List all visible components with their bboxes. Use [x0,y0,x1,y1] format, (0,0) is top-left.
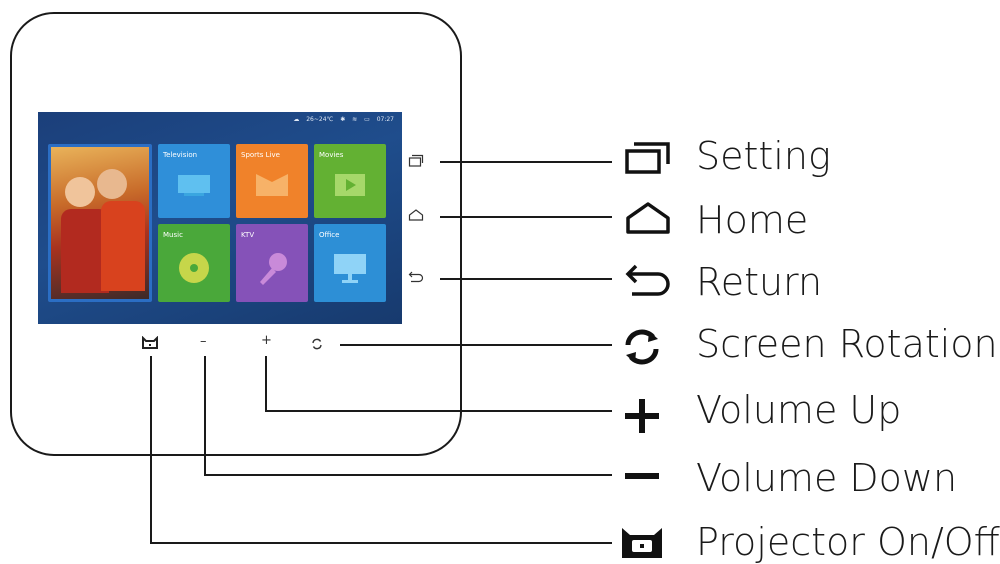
status-bar: ☁ 26~24℃ ✱ ≋ ▭ 07:27 [288,116,394,123]
clock-text: 07:27 [376,116,394,123]
movies-icon [335,174,365,197]
tile-label: Movies [319,151,344,159]
projector-screen: ☁ 26~24℃ ✱ ≋ ▭ 07:27 Television Sports L… [38,112,402,324]
tile-label: Television [163,151,198,159]
tile-music[interactable]: Music [158,224,230,302]
volume-down-label: Volume Down [696,456,958,500]
tile-movies[interactable]: Movies [314,144,386,218]
screen-rotation-icon [625,329,659,365]
battery-icon: ▭ [364,116,370,123]
tile-label: KTV [241,231,255,239]
power-leader-v [150,356,152,544]
device-setting-button[interactable] [408,154,424,168]
power-leader-h [150,542,612,544]
music-icon [179,252,209,283]
ktv-icon [260,252,287,285]
return-leader-line [440,278,612,280]
home-leader-line [440,216,612,218]
device-rotation-button[interactable] [311,338,323,350]
power-icon [622,528,662,558]
temperature-text: 26~24℃ [306,116,334,123]
device-volume-up-button[interactable]: + [261,333,272,348]
home-label: Home [696,198,809,242]
setting-icon [625,142,670,174]
return-label: Return [696,260,823,304]
plus-icon [625,399,659,433]
device-volume-down-button[interactable]: – [200,334,207,349]
television-icon [178,175,210,197]
featured-poster[interactable] [48,144,152,302]
volume-down-leader-h [204,474,612,476]
device-home-button[interactable] [408,208,424,222]
screen-rotation-label: Screen Rotation [696,322,998,366]
tile-television[interactable]: Television [158,144,230,218]
home-icon [626,202,670,234]
power-label: Projector On/Off [696,520,1000,564]
setting-label: Setting [696,134,831,178]
device-return-button[interactable] [408,270,424,284]
minus-icon [625,473,659,479]
tile-sports-live[interactable]: Sports Live [236,144,308,218]
weather-icon: ☁ [293,116,300,123]
setting-leader-line [440,161,612,163]
rotation-leader-line [340,344,612,346]
sports-live-icon [256,174,288,197]
tile-label: Sports Live [241,151,280,159]
volume-up-leader-v [265,356,267,412]
device-power-button[interactable] [141,336,159,350]
tile-ktv[interactable]: KTV [236,224,308,302]
volume-up-leader-h [265,410,612,412]
bluetooth-icon: ✱ [340,116,346,123]
tile-label: Music [163,231,183,239]
office-icon [334,253,366,283]
return-icon [625,264,670,296]
tile-office[interactable]: Office [314,224,386,302]
volume-down-leader-v [204,356,206,476]
tile-label: Office [319,231,340,239]
wifi-icon: ≋ [352,116,358,123]
volume-up-label: Volume Up [696,388,902,432]
